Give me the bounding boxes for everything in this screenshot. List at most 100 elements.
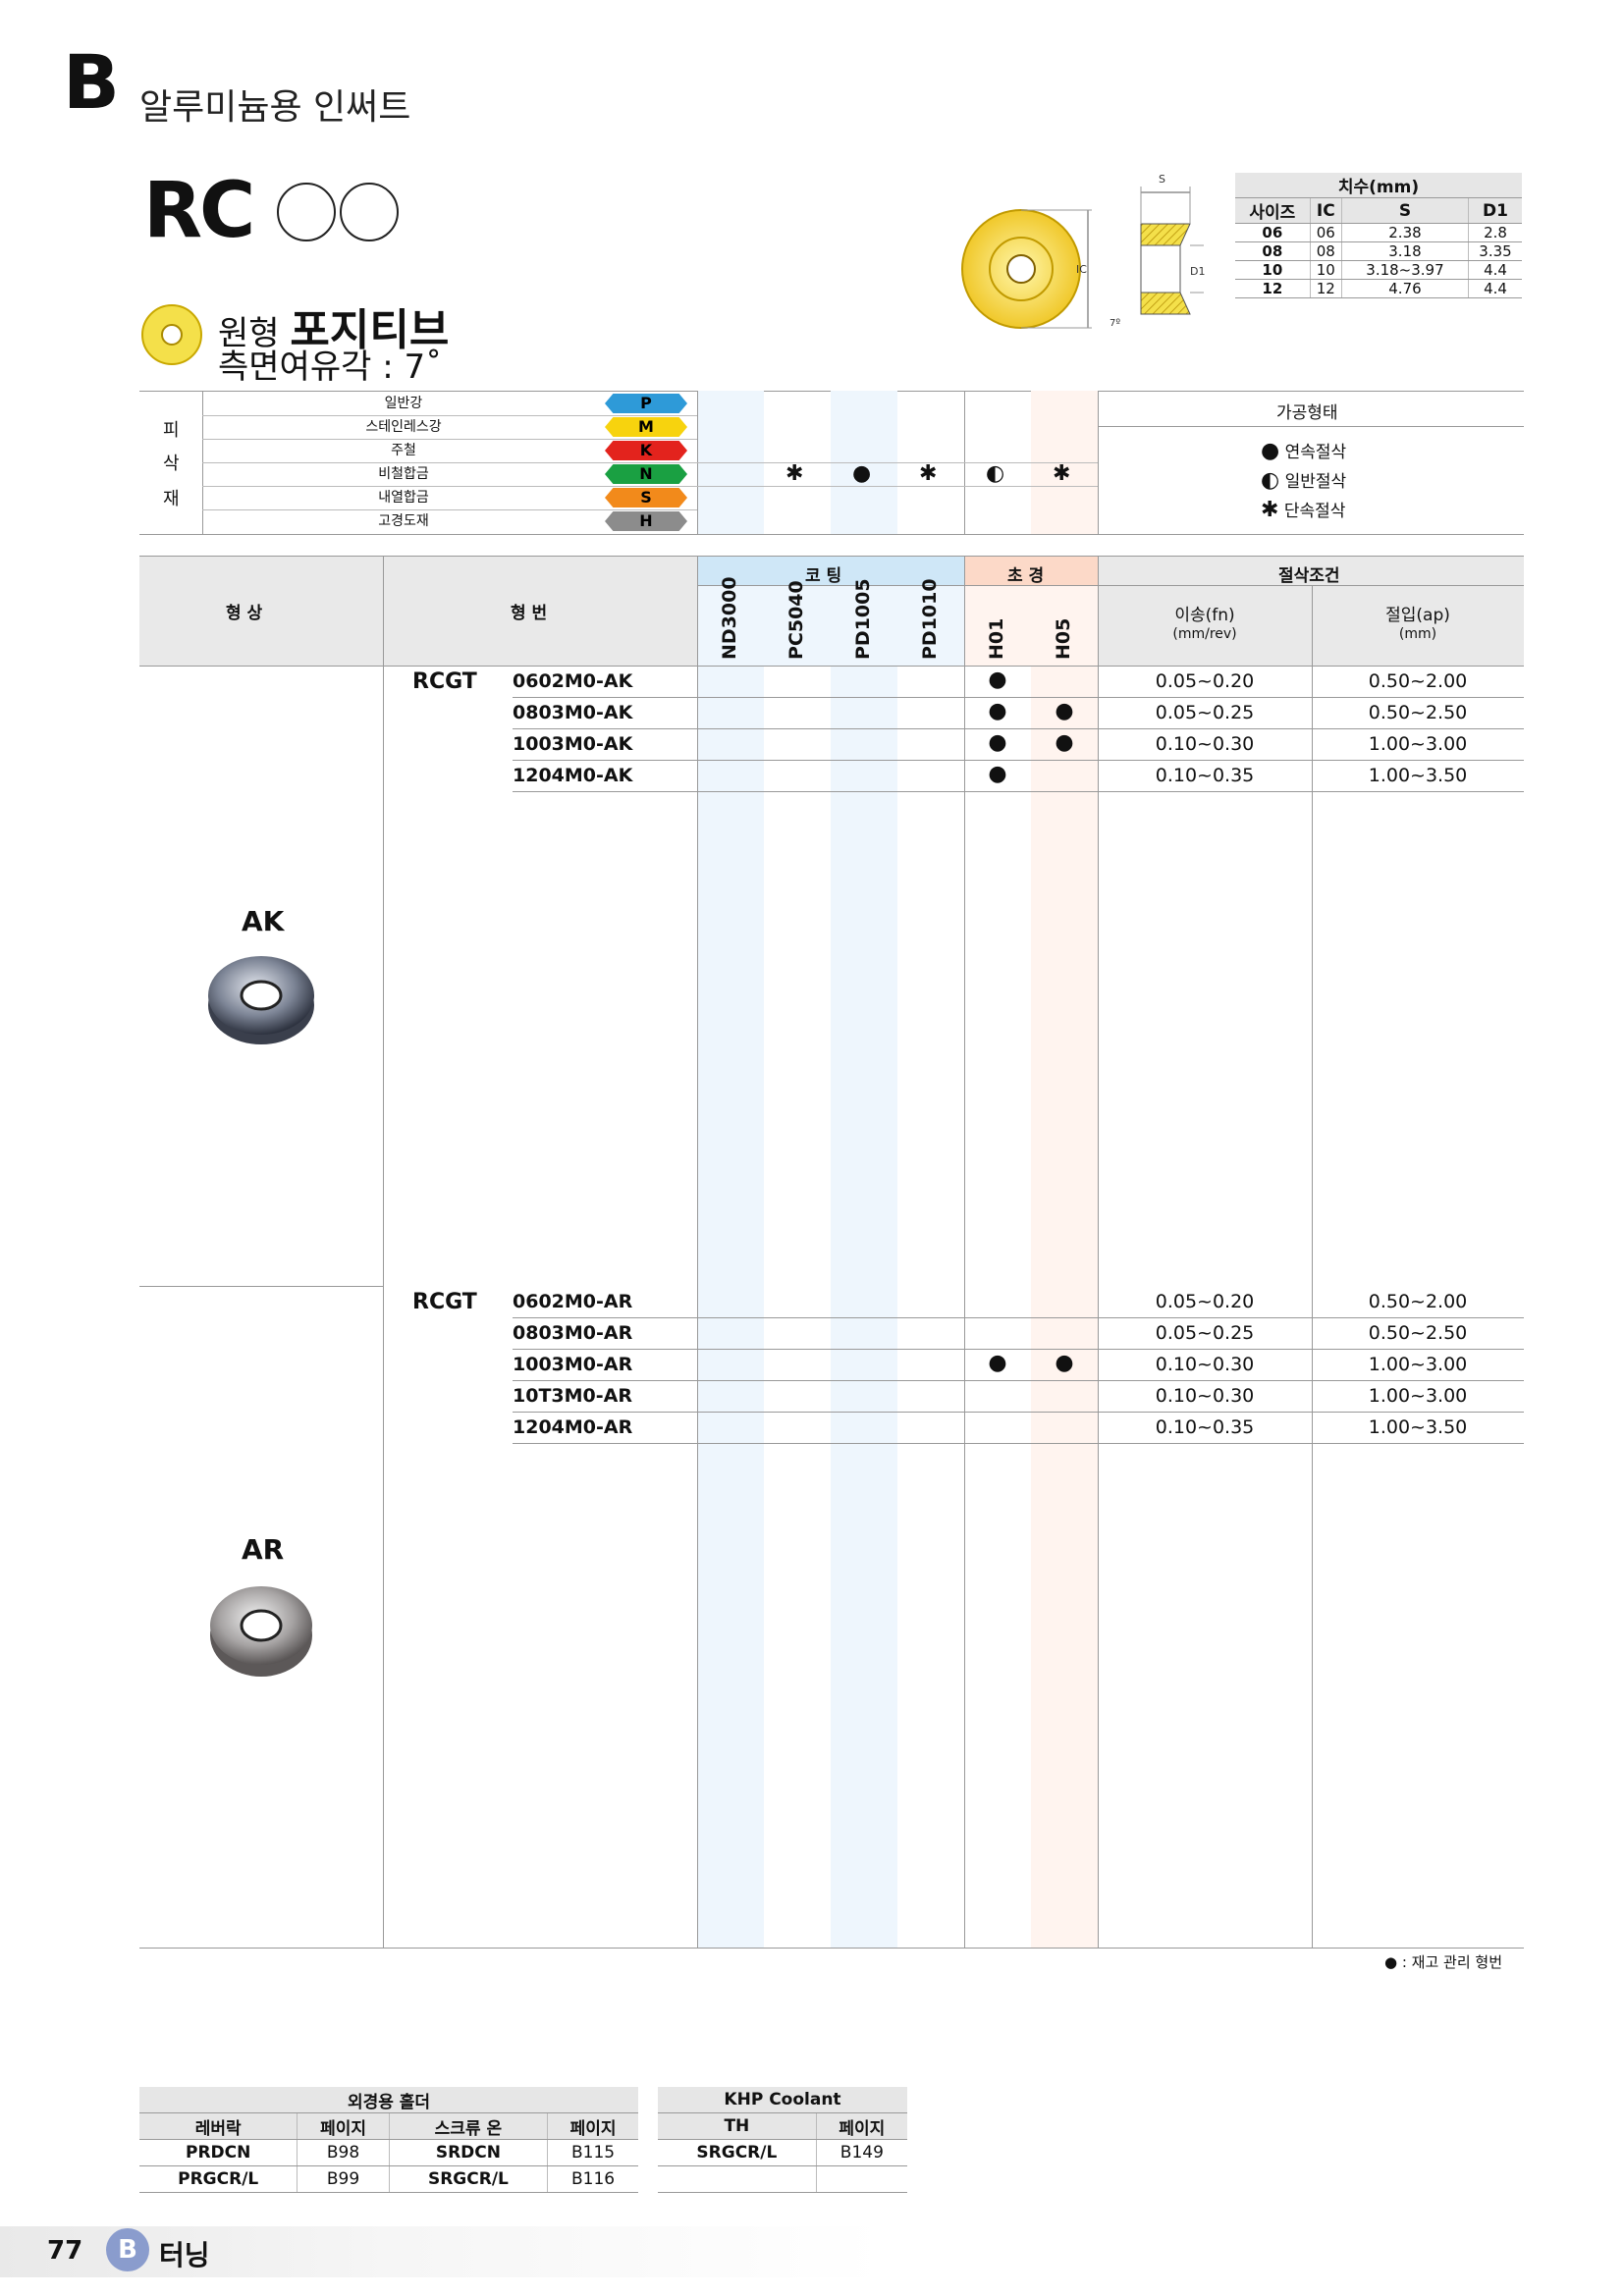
grade-nd3000: ND3000 — [719, 576, 740, 660]
material-tag: P — [605, 394, 687, 413]
row-divider — [513, 791, 1524, 792]
holder-col: 레버락 — [139, 2112, 298, 2140]
shape-ar: AR — [242, 1533, 285, 1566]
dim-col: S — [1340, 197, 1469, 224]
shape-ak: AK — [242, 905, 285, 937]
stock-mark-h05: ● — [1055, 1351, 1074, 1375]
coolant-col: TH — [658, 2112, 817, 2140]
footer-bar — [0, 2226, 1624, 2277]
product-code: 0602M0-AK — [513, 670, 633, 692]
depth-value: 1.00~3.50 — [1368, 1416, 1468, 1438]
section-letter: B — [63, 38, 120, 126]
holder-col: 페이지 — [297, 2112, 390, 2140]
grade-pc5040: PC5040 — [785, 580, 807, 660]
product-code: RC — [143, 167, 255, 255]
material-tag: M — [605, 417, 687, 437]
grade-pd1010: PD1010 — [919, 578, 941, 660]
product-code: 10T3M0-AR — [513, 1385, 632, 1407]
grade-h05: H05 — [1053, 617, 1074, 660]
side-label: 재 — [163, 489, 180, 509]
dim-col: D1 — [1468, 197, 1522, 224]
holder-title: 외경용 홀더 — [139, 2087, 638, 2113]
product-code: 0803M0-AK — [513, 702, 633, 723]
coolant-row — [658, 2165, 907, 2193]
row-divider — [513, 697, 1524, 698]
row-divider — [513, 1443, 1524, 1444]
stock-mark-h01: ● — [988, 667, 1007, 692]
row-divider — [513, 1317, 1524, 1318]
feed-value: 0.10~0.35 — [1155, 765, 1255, 786]
grade-h01: H01 — [986, 617, 1007, 660]
depth-value: 1.00~3.00 — [1368, 733, 1468, 755]
group-carbide: 초 경 — [1007, 566, 1045, 586]
material-row-s: 내열합금 S — [202, 486, 693, 509]
feed-value: 0.10~0.35 — [1155, 1416, 1255, 1438]
depth-header: 절입(ap) — [1385, 606, 1450, 625]
product-code: 0602M0-AR — [513, 1291, 633, 1312]
page-number: 77 — [47, 2236, 83, 2266]
group-cutting-conditions: 절삭조건 — [1278, 566, 1340, 586]
stock-mark-h01: ● — [988, 762, 1007, 786]
dimensions-title: 치수(mm) — [1235, 173, 1522, 198]
depth-value: 1.00~3.00 — [1368, 1354, 1468, 1375]
stock-note: ● : 재고 관리 형번 — [1384, 1953, 1503, 1971]
depth-value: 0.50~2.50 — [1368, 702, 1468, 723]
depth-value: 1.00~3.50 — [1368, 765, 1468, 786]
product-code: 1204M0-AR — [513, 1416, 633, 1438]
material-tag: S — [605, 488, 687, 507]
side-label: 피 — [163, 420, 180, 441]
depth-value: 1.00~3.00 — [1368, 1385, 1468, 1407]
feed-header: 이송(fn) — [1174, 606, 1235, 625]
feed-value: 0.10~0.30 — [1155, 1385, 1255, 1407]
ic-label: IC — [1076, 263, 1087, 276]
row-divider — [513, 1349, 1524, 1350]
n-mark-h01: ◐ — [986, 461, 1005, 486]
clearance-angle: 측면여유각 : 7˚ — [218, 347, 443, 387]
feed-value: 0.05~0.25 — [1155, 1322, 1255, 1344]
s-label: S — [1159, 173, 1165, 186]
series-ar: RCGT — [412, 1290, 477, 1314]
feed-value: 0.10~0.30 — [1155, 733, 1255, 755]
material-row-h: 고경도재 H — [202, 509, 693, 533]
feed-value: 0.10~0.30 — [1155, 1354, 1255, 1375]
material-row-n: 비철합금 N — [202, 462, 693, 486]
insert-ak-photo — [208, 956, 314, 1044]
depth-value: 0.50~2.50 — [1368, 1322, 1468, 1344]
legend-interrupted: ✱ 단속절삭 — [1261, 498, 1346, 522]
stock-mark-h05: ● — [1055, 730, 1074, 755]
feed-value: 0.05~0.20 — [1155, 670, 1255, 692]
legend-title: 가공형태 — [1276, 403, 1338, 423]
dim-col: 사이즈 — [1235, 197, 1311, 224]
footer-label: 터닝 — [159, 2239, 210, 2271]
material-tag: N — [605, 464, 687, 484]
round-insert-icon — [141, 304, 202, 365]
insert-ar-photo — [210, 1586, 312, 1677]
stock-mark-h05: ● — [1055, 699, 1074, 723]
empty-circle-icon — [277, 183, 336, 241]
product-code: 1003M0-AR — [513, 1354, 633, 1375]
stock-mark-h01: ● — [988, 730, 1007, 755]
row-divider — [513, 1412, 1524, 1413]
coolant-col: 페이지 — [815, 2112, 907, 2140]
dim-col: IC — [1309, 197, 1342, 224]
angle-label: 7º — [1110, 318, 1120, 329]
material-row-m: 스테인레스강 M — [202, 415, 693, 439]
legend-continuous: ● 연속절삭 — [1261, 439, 1347, 463]
material-row-k: 주철 K — [202, 439, 693, 462]
grade-pd1005: PD1005 — [852, 578, 874, 660]
feed-value: 0.05~0.25 — [1155, 702, 1255, 723]
shape-name: 원형 포지티브 — [218, 305, 450, 355]
col-shape: 형 상 — [226, 604, 263, 623]
group-coating: 코 팅 — [805, 566, 842, 586]
n-mark-pc5040: ✱ — [785, 461, 804, 486]
legend-general: ◐ 일반절삭 — [1261, 468, 1347, 493]
col-type: 형 번 — [511, 604, 548, 623]
row-divider — [513, 728, 1524, 729]
